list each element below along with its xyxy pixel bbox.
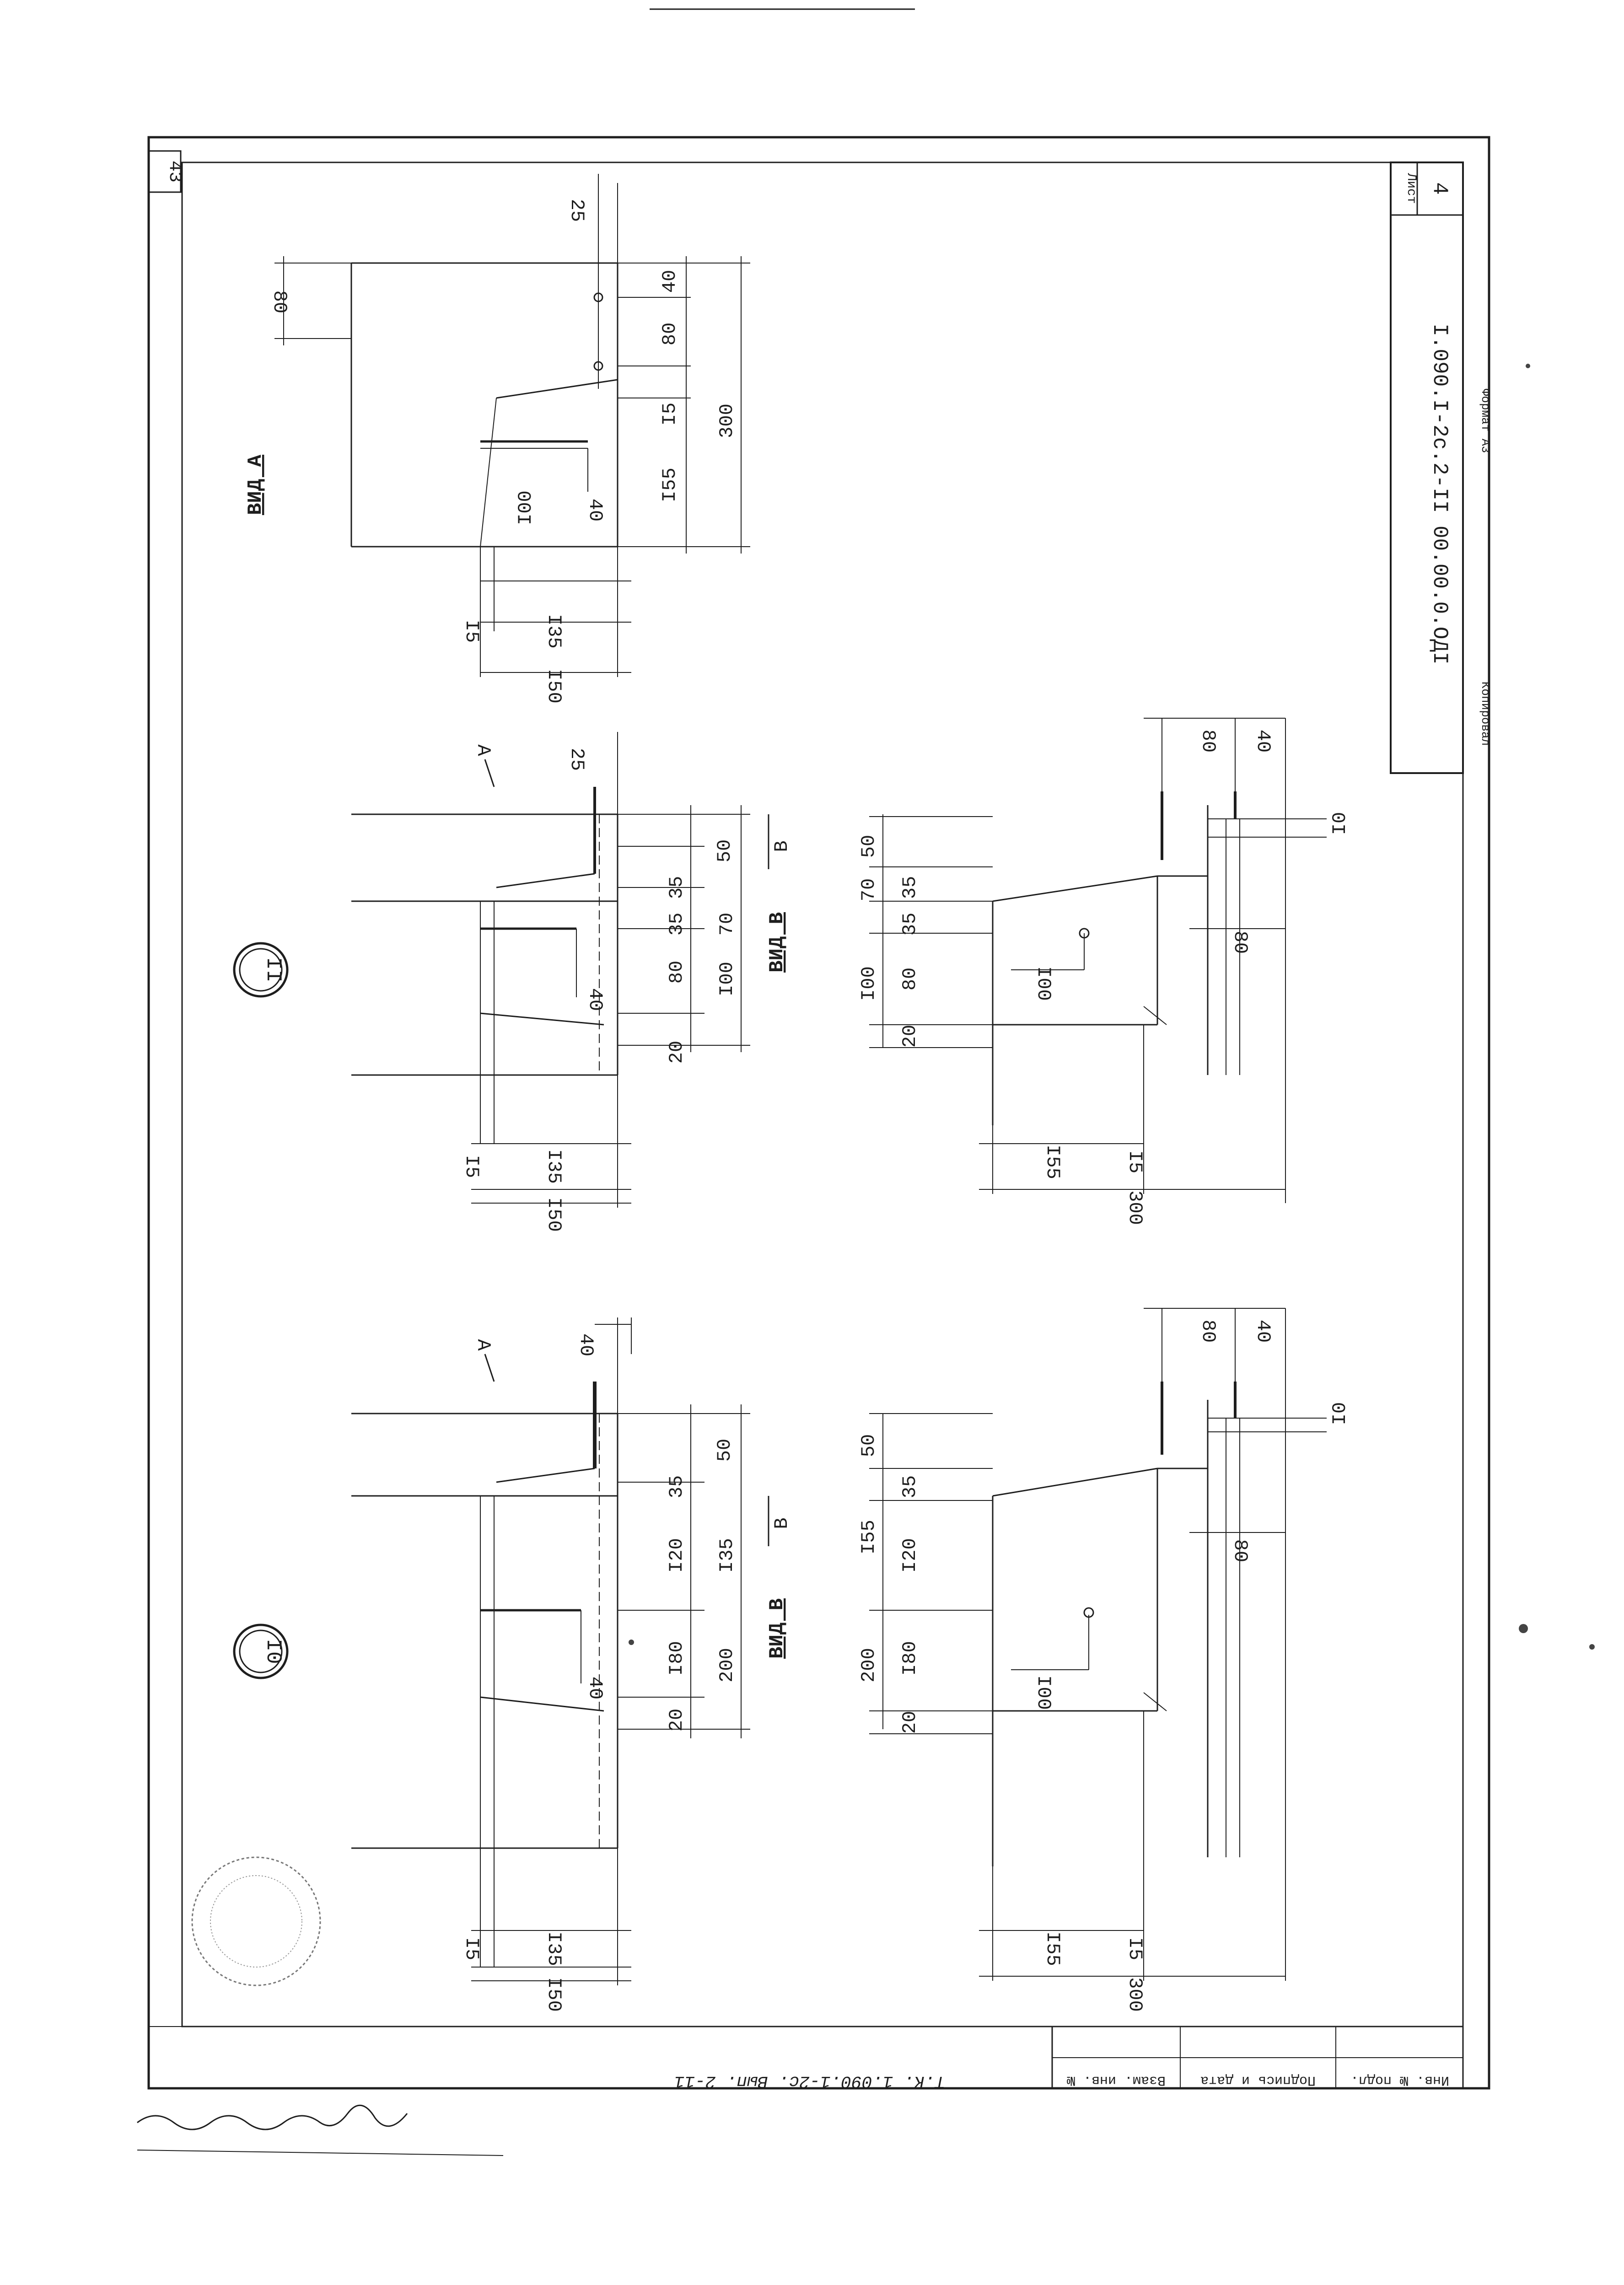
- detail-11-section-arrow: В: [771, 840, 793, 852]
- dim-10: I0: [1329, 812, 1351, 835]
- dim-50: 50: [858, 835, 880, 858]
- dim-35: 35: [899, 1475, 921, 1498]
- width-150: I50: [543, 1977, 565, 2012]
- dim-50: 50: [714, 839, 736, 862]
- dim-300: 300: [716, 403, 738, 438]
- dim-35: 35: [666, 876, 688, 899]
- dim-25: 25: [566, 748, 588, 771]
- detail-11-marker: II: [261, 957, 285, 982]
- dim-100: I00: [716, 962, 738, 996]
- width-15: I5: [461, 1155, 483, 1178]
- handwritten-series: Т.К. 1.090.1-2с. Вып. 2-11: [674, 2071, 946, 2091]
- dim-80b: 80: [899, 968, 921, 990]
- dim-35: 35: [666, 1475, 688, 1498]
- width-135: I35: [543, 1149, 565, 1184]
- scan-noise: [629, 364, 1595, 1650]
- view-a: ВИД А 80 25 40 80 I5 I55 300 I00 40 I5 I…: [244, 174, 750, 704]
- width-155: I55: [1042, 1145, 1064, 1179]
- dim-80: 80: [269, 290, 290, 313]
- width-15: I5: [1124, 1151, 1146, 1173]
- dim-100: I00: [515, 490, 537, 525]
- dim-15: I5: [659, 403, 681, 425]
- dim-40b: 40: [584, 499, 606, 522]
- corner-number: 43: [164, 161, 185, 183]
- dim-40: 40: [584, 988, 606, 1011]
- dim-100: I00: [858, 966, 880, 1001]
- dim-180: I80: [666, 1641, 688, 1676]
- dim-40b: 40: [584, 1677, 606, 1699]
- width-300: 300: [1124, 1190, 1146, 1225]
- dim-100c: I00: [1032, 966, 1054, 1001]
- dim-35: 35: [899, 876, 921, 899]
- signature-and-date: Подпись и дата: [1200, 2072, 1316, 2088]
- width-150: I50: [543, 669, 565, 704]
- title-stamp: Лист 4 I.090.I-2c.2-II 00.00.0.ОДI Копир…: [1390, 161, 1492, 774]
- view-b-11-title: ВИД В: [766, 912, 789, 973]
- corner-number-box: 43: [148, 150, 185, 193]
- detail-10-section-arrow: В: [771, 1517, 793, 1529]
- dim-80b: 80: [659, 323, 681, 345]
- dim-155: I55: [858, 1520, 880, 1554]
- width-135: I35: [543, 614, 565, 649]
- view-b-10-title: ВИД В: [766, 1598, 789, 1659]
- dim-40: 40: [1252, 1320, 1274, 1343]
- view-b-10: ВИД В 80 40 I0 50 35: [766, 1308, 1351, 2012]
- dim-40: 40: [659, 270, 681, 293]
- detail-11-arrow: А: [472, 744, 494, 756]
- dim-40: 40: [1252, 730, 1274, 753]
- dim-80: 80: [666, 961, 688, 984]
- handwritten-signature: [137, 2104, 408, 2130]
- dim-200: 200: [716, 1648, 738, 1683]
- dim-10: I0: [1329, 1402, 1351, 1425]
- width-300: 300: [1124, 1977, 1146, 2012]
- dim-80: 80: [1197, 1320, 1219, 1343]
- dim-20: 20: [666, 1041, 688, 1064]
- dim-200: 200: [858, 1648, 880, 1683]
- width-15: I5: [461, 620, 483, 643]
- replaced-inv-no: Взам. инв. №: [1067, 2072, 1166, 2088]
- dim-135: I35: [716, 1538, 738, 1573]
- dim-180: I80: [899, 1641, 921, 1676]
- detail-10: I0 А 40 50 35 I20 I35 I80 200 20: [233, 1317, 793, 2012]
- sheet-number: 4: [1428, 182, 1452, 195]
- dim-80b: 80: [1229, 1539, 1251, 1562]
- view-b-11: ВИД В 80 40 I0 50 70: [766, 718, 1351, 1225]
- width-150: I50: [543, 1197, 565, 1232]
- dim-20: 20: [666, 1709, 688, 1731]
- format-label: Формат А3: [1479, 389, 1492, 453]
- detail-10-marker: I0: [261, 1639, 285, 1664]
- dim-80: 80: [1197, 730, 1219, 753]
- sheet-number-label: Лист: [1404, 172, 1418, 204]
- dim-25: 25: [566, 199, 588, 222]
- width-15: I5: [1124, 1937, 1146, 1960]
- inv-no-original: Инв. № подл.: [1350, 2072, 1449, 2088]
- drawing-frame: [147, 8, 1490, 2090]
- dim-155: I55: [659, 468, 681, 502]
- dim-100: I00: [1032, 1675, 1054, 1710]
- dim-120: I20: [666, 1538, 688, 1573]
- dim-20: 20: [899, 1025, 921, 1048]
- detail-10-arrow: А: [472, 1339, 494, 1351]
- dim-35b: 35: [666, 913, 688, 936]
- document-designation: I.090.I-2c.2-II 00.00.0.ОДI: [1428, 323, 1452, 664]
- dim-80c: 80: [1229, 931, 1251, 954]
- width-155: I55: [1042, 1931, 1064, 1966]
- dim-50: 50: [858, 1434, 880, 1457]
- copied-by-label: Копировал: [1479, 682, 1492, 746]
- dim-50: 50: [714, 1439, 736, 1462]
- width-15: I5: [461, 1937, 483, 1960]
- seal-stamp: [191, 1856, 321, 1986]
- dim-70: 70: [858, 878, 880, 901]
- dim-20: 20: [899, 1711, 921, 1734]
- dim-70: 70: [716, 913, 738, 936]
- dim-40: 40: [575, 1333, 597, 1356]
- detail-11: II А 25 50 35 70 35 80 I00 20 40: [233, 732, 793, 1232]
- width-135: I35: [543, 1931, 565, 1966]
- view-a-title: ВИД А: [244, 454, 267, 515]
- approval-block: Инв. № подл. Подпись и дата Взам. инв. №…: [674, 2026, 1464, 2091]
- dim-35b: 35: [899, 913, 921, 936]
- dim-120: I20: [899, 1538, 921, 1573]
